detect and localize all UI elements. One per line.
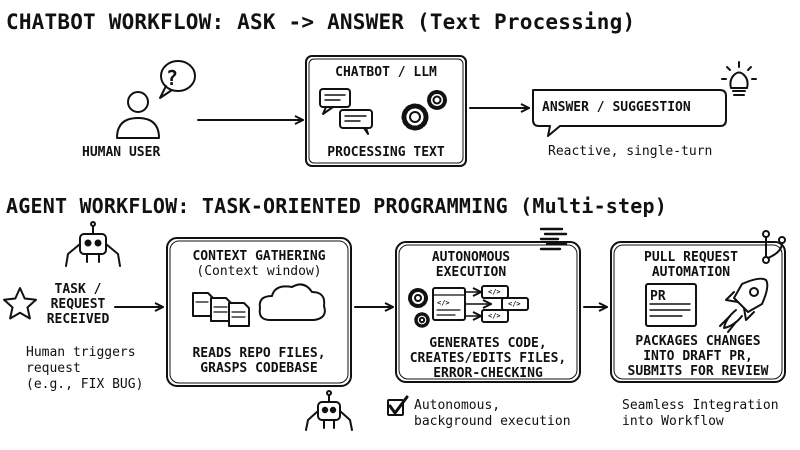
human-user-label: HUMAN USER [82, 145, 161, 160]
chatbot-section-title: CHATBOT WORKFLOW: ASK -> ANSWER (Text Pr… [6, 10, 636, 34]
pr-box [610, 241, 786, 383]
cloud-icon [258, 283, 326, 321]
question-mark: ? [166, 66, 179, 90]
star-icon [3, 287, 37, 320]
chat-bubbles-icon [319, 88, 373, 135]
speed-lines-icon [539, 227, 568, 251]
code-tag-2: </> [508, 300, 521, 308]
pr-note: Seamless Integration into Workflow [622, 398, 779, 429]
documents-icon [192, 292, 250, 327]
execution-box [395, 241, 581, 383]
task-note: Human triggers request (e.g., FIX BUG) [26, 345, 144, 392]
execution-box-caption: GENERATES CODE, CREATES/EDITS FILES, ERR… [409, 336, 567, 381]
context-box [166, 237, 352, 387]
robot-icon [65, 221, 121, 267]
code-tag-1: </> [488, 288, 501, 296]
answer-label: ANSWER / SUGGESTION [542, 100, 691, 115]
chatbot-box-caption: PROCESSING TEXT [327, 145, 445, 160]
answer-bubble [532, 89, 727, 137]
code-tag-3: </> [488, 312, 501, 320]
lightbulb-icon [721, 61, 757, 96]
rocket-icon [719, 277, 769, 333]
pr-box-caption: PACKAGES CHANGES INTO DRAFT PR, SUBMITS … [627, 334, 769, 379]
checkbox-icon [387, 395, 409, 416]
question-bubble-icon [159, 60, 196, 99]
gears-icon [401, 90, 447, 131]
chatbot-box [305, 55, 467, 167]
person-icon [116, 91, 160, 139]
pr-box-title: PULL REQUEST AUTOMATION [644, 250, 738, 280]
execution-note: Autonomous, background execution [414, 398, 571, 429]
agent-section-title: AGENT WORKFLOW: TASK-ORIENTED PROGRAMMIN… [6, 194, 668, 218]
execution-box-title: AUTONOMOUS EXECUTION [431, 250, 511, 280]
context-box-title: CONTEXT GATHERING (Context window) [192, 249, 326, 279]
execution-gears-icon [408, 288, 430, 328]
robot-icon-small [305, 390, 353, 431]
pr-document-icon [645, 283, 697, 327]
answer-note: Reactive, single-turn [548, 144, 713, 159]
git-branch-icon [762, 230, 786, 264]
pr-tag: PR [650, 289, 666, 304]
code-tag-window: </> [437, 299, 450, 307]
context-box-caption: READS REPO FILES, GRASPS CODEBASE [192, 346, 326, 376]
task-label: TASK / REQUEST RECEIVED [46, 282, 110, 327]
chatbot-box-title: CHATBOT / LLM [335, 65, 437, 80]
code-window-icon [432, 285, 529, 323]
